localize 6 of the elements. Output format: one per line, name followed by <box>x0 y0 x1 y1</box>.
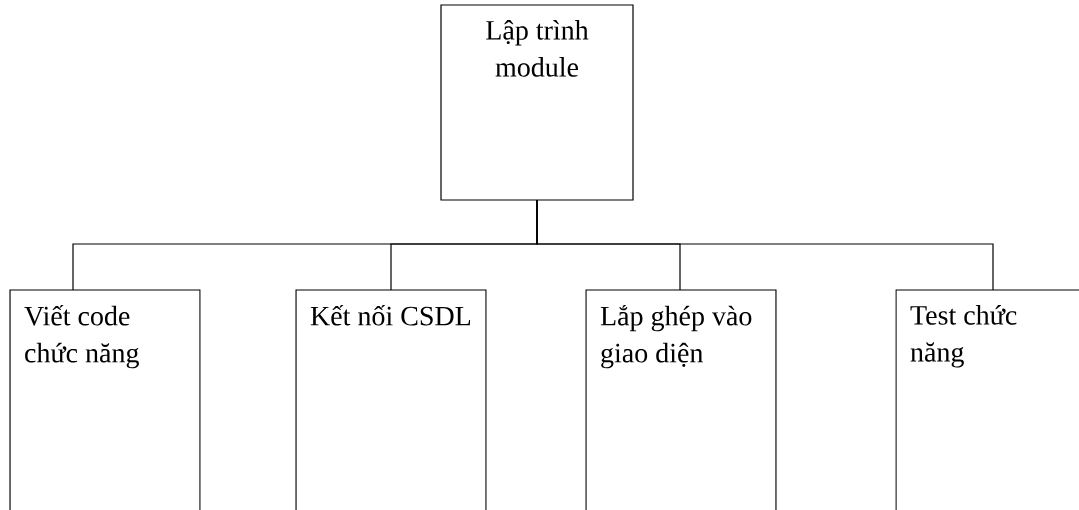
task-box: Kết nối CSDL <box>295 289 487 510</box>
module-box: Lập trình module <box>440 4 634 201</box>
task-box: Test chức năng <box>895 289 1079 510</box>
task-box: Lắp ghép vào giao diện <box>585 289 777 510</box>
connector-line <box>536 199 994 291</box>
task-box: Viết code chức năng <box>9 289 201 510</box>
